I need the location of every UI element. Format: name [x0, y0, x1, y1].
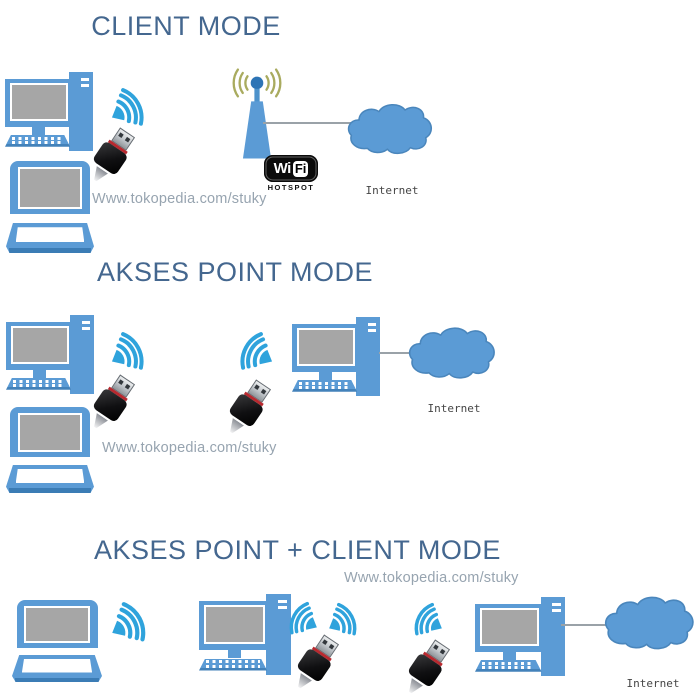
desktop-computer-icon	[292, 317, 380, 401]
desktop-computer-icon	[5, 72, 93, 156]
watermark-text: Www.tokopedia.com/stuky	[92, 191, 267, 207]
watermark-text: Www.tokopedia.com/stuky	[102, 440, 277, 456]
section-title-akses-point-mode: AKSES POINT MODE	[96, 257, 374, 287]
internet-label: Internet	[365, 184, 419, 197]
connection-line	[561, 624, 607, 626]
connection-line	[263, 122, 352, 124]
desktop-computer-icon	[199, 594, 291, 680]
internet-label: Internet	[427, 402, 481, 415]
desktop-computer-icon	[475, 597, 565, 681]
usb-wifi-adapter-icon	[93, 127, 137, 190]
wifi-logo-wi-text: Wi	[273, 160, 292, 177]
laptop-icon	[6, 407, 94, 493]
wifi-signal-icon	[106, 600, 152, 648]
section-title-client-mode: CLIENT MODE	[91, 11, 281, 41]
cloud-icon	[407, 323, 501, 385]
laptop-icon	[6, 161, 94, 253]
wifi-logo-fi-text: Fi	[292, 160, 309, 177]
wifi-signal-icon	[234, 330, 278, 376]
wifi-hotspot-logo: Wi Fi HOTSPOT	[263, 155, 319, 192]
internet-label: Internet	[626, 677, 680, 690]
cloud-icon	[603, 592, 700, 656]
laptop-icon	[12, 600, 102, 682]
section-title-akses-point-client-mode: AKSES POINT + CLIENT MODE	[94, 535, 501, 565]
watermark-text: Www.tokopedia.com/stuky	[344, 570, 519, 586]
hotspot-caption: HOTSPOT	[267, 183, 315, 192]
antenna-tower-icon	[226, 63, 288, 163]
usb-wifi-adapter-icon	[229, 379, 275, 438]
cloud-icon	[346, 100, 438, 160]
desktop-computer-icon	[6, 315, 94, 399]
usb-wifi-adapter-icon	[408, 639, 458, 696]
usb-wifi-adapter-icon	[93, 374, 137, 437]
usb-wifi-adapter-icon	[297, 634, 341, 695]
connection-line	[379, 352, 412, 354]
